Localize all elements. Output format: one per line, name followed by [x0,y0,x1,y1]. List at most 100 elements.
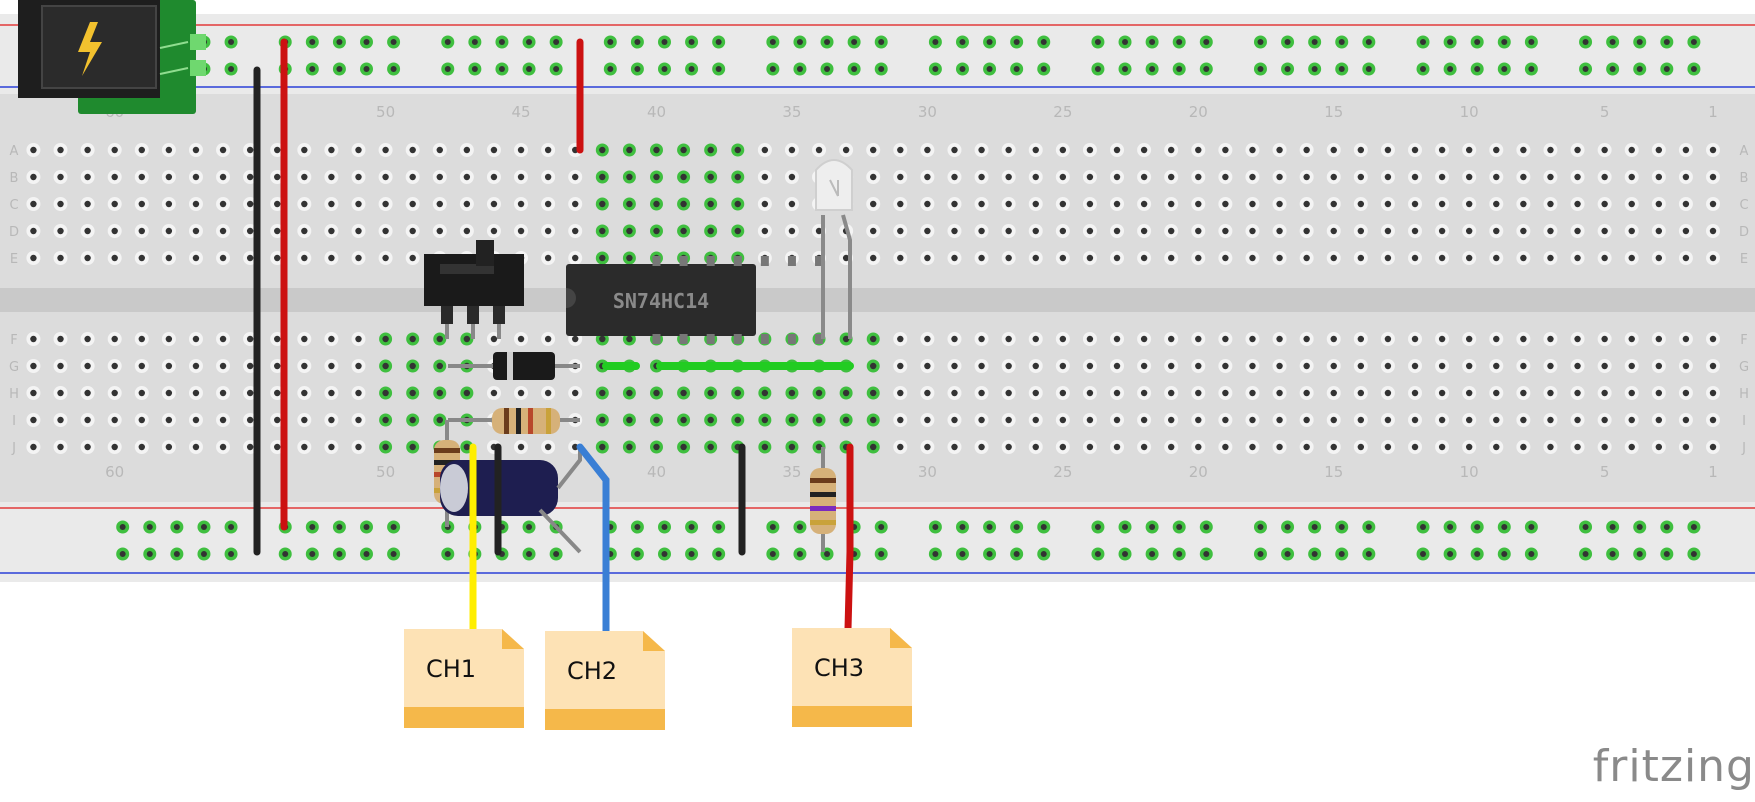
rail-hole [1338,551,1345,557]
rail-hole [1447,551,1454,557]
hole [1276,416,1283,424]
hole [1465,146,1473,154]
rail-hole [1311,39,1318,45]
hole [436,389,443,397]
hole [1249,362,1256,370]
hole [1574,416,1581,424]
column-number: 1 [1708,103,1718,121]
hole [1682,335,1690,343]
column-number: 35 [782,463,801,481]
rail-hole [1203,39,1210,45]
hole [1330,227,1337,235]
hole [1330,173,1337,181]
hole [734,389,741,397]
hole [138,389,145,397]
rail-hole [661,524,668,530]
hole [924,254,931,262]
rail-hole [1176,39,1183,45]
hole [761,389,769,397]
hole [1276,335,1283,343]
hole [1059,443,1067,451]
hole [301,362,308,370]
hole [1005,362,1012,370]
hole [1032,335,1039,343]
hole [1547,389,1554,397]
hole [165,173,173,181]
hole [1249,254,1256,262]
hole [246,173,254,181]
hole [978,335,985,343]
hole [1195,173,1202,181]
hole [1709,443,1717,451]
hole [192,389,200,397]
hole [1005,254,1012,262]
hole [1222,227,1229,235]
hole [1438,227,1446,235]
hole [138,254,145,262]
hole [1276,146,1283,154]
hole [1249,146,1256,154]
hole [1113,362,1121,370]
hole [219,146,227,154]
resistor-band [504,408,509,434]
hole [1059,362,1067,370]
hole [219,254,227,262]
hole [328,335,335,343]
hole [734,173,741,181]
rail-hole [228,551,235,557]
rail-hole [146,551,153,557]
hole [842,254,850,262]
hole [409,200,416,208]
hole [219,227,227,235]
resistor-band [810,506,836,511]
hole [1032,227,1039,235]
hole [409,416,416,424]
hole [1655,416,1663,424]
hole [1113,389,1121,397]
hole [788,227,796,235]
rail-hole [878,39,885,45]
hole [734,200,741,208]
rail-hole [336,524,343,530]
rail-hole [1257,66,1264,72]
hole [165,443,173,451]
hole [1086,443,1094,451]
ic-chip [566,264,756,336]
hole [1384,173,1392,181]
rail-hole [1690,66,1697,72]
hole [219,173,227,181]
hole [463,200,471,208]
hole [1465,254,1473,262]
hole [30,443,37,451]
hole [301,335,308,343]
rail-hole [796,39,803,45]
hole [1709,389,1717,397]
hole [653,146,660,154]
hole [1222,362,1229,370]
hole [978,227,985,235]
probe-label-ch3: CH3 [814,654,865,682]
hole [1113,416,1121,424]
rail-hole [932,39,939,45]
hole [1140,200,1148,208]
hole [246,362,254,370]
hole [57,254,64,262]
hole [274,227,281,235]
row-letter: B [10,171,19,186]
hole [1357,200,1365,208]
hole [1520,200,1527,208]
rail-hole [878,66,885,72]
hole [111,200,118,208]
hole [463,146,471,154]
hole [1086,254,1094,262]
hole [490,200,498,208]
rail-hole [1338,66,1345,72]
hole [1628,227,1635,235]
hole [870,335,877,343]
hole [165,200,173,208]
hole [924,443,931,451]
probe-label-ch1: CH1 [426,655,477,683]
hole [1059,254,1067,262]
hole [626,416,633,424]
hole [1005,200,1012,208]
